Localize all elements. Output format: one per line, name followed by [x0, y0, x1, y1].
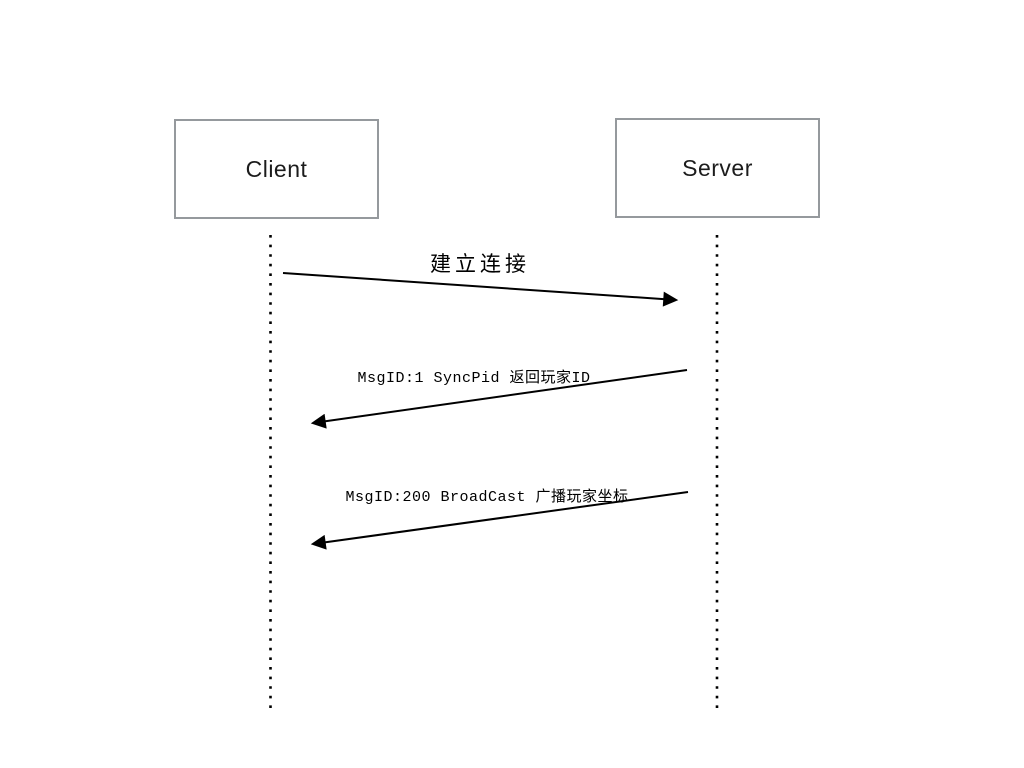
message-arrow-syncpid	[310, 369, 688, 429]
actor-box-server: Server	[615, 118, 820, 218]
message-label-syncpid: MsgID:1 SyncPid 返回玩家ID	[357, 370, 591, 387]
message-arrow-establish-connection	[282, 272, 679, 307]
actor-box-client: Client	[174, 119, 379, 219]
message-label-establish-connection: 建立连接	[430, 253, 530, 276]
message-arrow-broadcast	[310, 491, 689, 550]
actor-label-client: Client	[245, 155, 308, 182]
message-label-broadcast: MsgID:200 BroadCast 广播玩家坐标	[345, 489, 629, 506]
actor-label-server: Server	[682, 154, 753, 181]
